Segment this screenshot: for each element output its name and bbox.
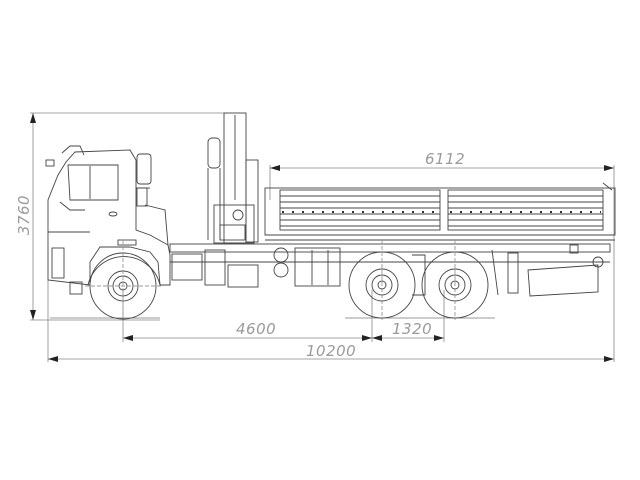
rear-wheels	[348, 240, 489, 320]
cargo-body	[264, 182, 616, 241]
cab	[45, 145, 171, 295]
dimension-lines	[30, 112, 615, 362]
truck	[45, 112, 616, 320]
wheelbase-label: 4600	[236, 320, 277, 338]
front-wheel	[85, 240, 162, 320]
rear-axle-spacing-label: 1320	[392, 320, 433, 338]
overall-length-label: 10200	[306, 342, 357, 360]
rear-equipment	[491, 244, 604, 297]
overall-height-label: 3760	[15, 194, 33, 236]
cargo-body-length-label: 6112	[425, 150, 466, 168]
loader-crane	[207, 112, 259, 244]
chassis-frame	[169, 243, 611, 288]
